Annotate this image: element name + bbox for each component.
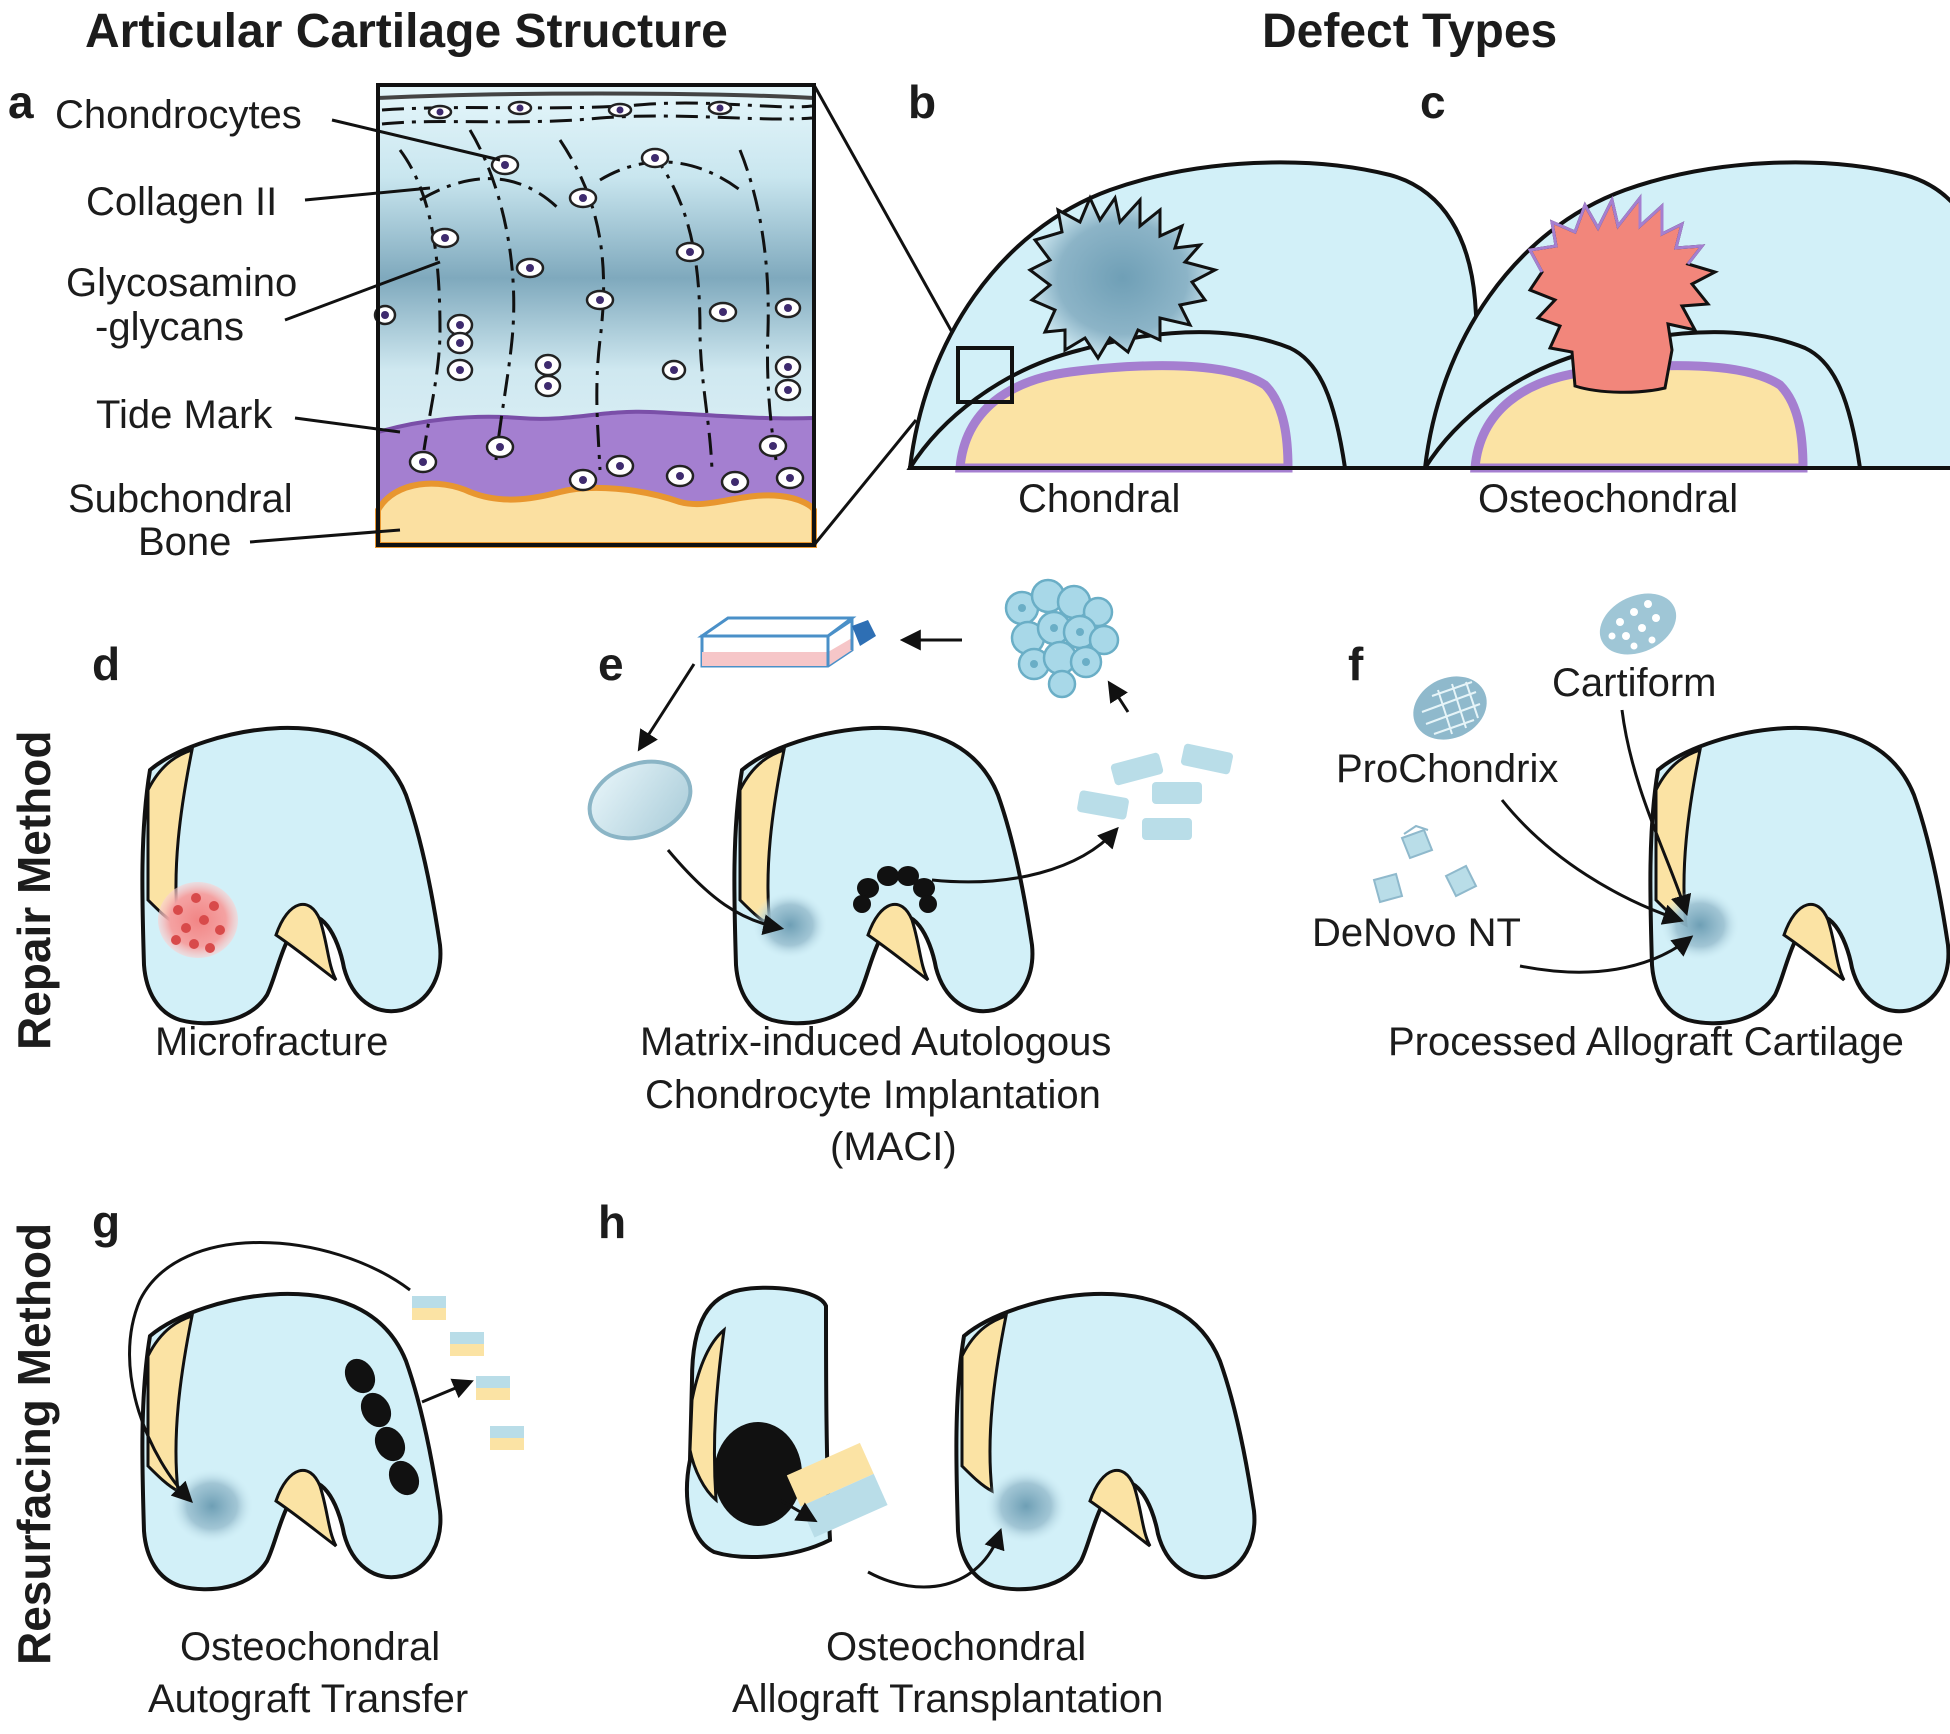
knee-microfracture <box>140 725 443 1026</box>
caption-microfracture: Microfracture <box>155 1020 388 1064</box>
chondral-defect <box>1027 194 1220 361</box>
prochondrix-icon <box>1413 676 1487 740</box>
biopsy-harvest-marks <box>853 866 937 913</box>
panel-g-letter: g <box>92 1196 120 1248</box>
knee-allograft <box>1648 725 1950 1026</box>
zoom-line-bottom <box>812 419 918 546</box>
zoom-line-top <box>812 84 964 351</box>
chondrocyte-cells <box>373 100 805 494</box>
autograft-recipient-site <box>170 1468 254 1544</box>
knee-maci <box>732 725 1035 1026</box>
arrow-denovo <box>1519 935 1694 974</box>
donor-plug-holes <box>344 1358 420 1496</box>
arrow-transfer-plug <box>128 1241 411 1503</box>
osteochondral-defect-diagram <box>1421 160 1950 473</box>
caption-maci-line3: (MACI) <box>830 1125 957 1169</box>
subchondral-bone-layer <box>375 480 817 548</box>
caption-chondral: Chondral <box>1018 477 1180 521</box>
chondral-defect-diagram <box>906 160 1483 473</box>
donor-defect-hole <box>714 1422 802 1526</box>
caption-autograft-line1: Osteochondral <box>180 1625 440 1669</box>
cross-section-frame <box>376 83 816 547</box>
leader-collagen <box>304 186 431 202</box>
row-label-resurfacing: Resurfacing Method <box>8 1223 60 1665</box>
label-gag-line2: -glycans <box>95 305 244 349</box>
label-cartiform: Cartiform <box>1552 661 1716 705</box>
arrow-membrane-to-knee <box>666 849 785 935</box>
panel-e-letter: e <box>598 638 624 690</box>
denovo-nt-icon <box>1372 824 1478 904</box>
caption-maci-line2: Chondrocyte Implantation <box>645 1073 1101 1117</box>
arrow-implant-plug <box>867 1528 1005 1589</box>
cultured-cells-icon <box>1004 578 1120 699</box>
knee-autograft <box>140 1291 443 1592</box>
caption-autograft-line2: Autograft Transfer <box>148 1677 468 1721</box>
leader-bone <box>249 528 401 544</box>
allograft-plug-icon <box>786 1442 888 1538</box>
label-chondrocytes: Chondrocytes <box>55 93 302 137</box>
osteochondral-plugs-icon <box>412 1296 524 1450</box>
harvested-chondrocyte-fragments <box>1077 743 1233 840</box>
leader-chondrocytes <box>331 118 501 162</box>
label-gag-line1: Glycosamino <box>66 261 297 305</box>
panel-b-letter: b <box>908 76 936 128</box>
arrow-flask-to-membrane <box>637 663 696 752</box>
articular-surface <box>377 91 815 100</box>
cartiform-icon <box>1599 593 1677 655</box>
tide-mark-line <box>377 409 815 434</box>
panel-a-letter: a <box>8 76 34 128</box>
panel-c-letter: c <box>1420 76 1446 128</box>
label-tidemark: Tide Mark <box>96 393 273 437</box>
cartilage-cross-section <box>373 83 817 548</box>
caption-allograft-line2: Allograft Transplantation <box>732 1677 1163 1721</box>
tide-mark-layer <box>378 411 814 520</box>
caption-allograft-cartilage: Processed Allograft Cartilage <box>1388 1020 1904 1064</box>
caption-maci-line1: Matrix-induced Autologous <box>640 1020 1111 1064</box>
caption-osteochondral: Osteochondral <box>1478 477 1738 521</box>
arrow-prochondrix <box>1500 799 1684 925</box>
arrow-remove-plug <box>779 1498 818 1523</box>
implant-site <box>752 891 828 959</box>
chondrocyte-nuclei <box>381 104 794 486</box>
heading-defect-types: Defect Types <box>1262 5 1557 58</box>
culture-flask-icon <box>697 616 876 668</box>
knee-allograft-transplant <box>954 1291 1257 1592</box>
label-denovo: DeNovo NT <box>1312 911 1521 955</box>
arrow-cartiform <box>1620 709 1692 917</box>
defect-rim <box>1527 193 1706 273</box>
row-label-repair: Repair Method <box>8 731 60 1050</box>
arrow-harvest-to-fragments <box>931 826 1119 884</box>
zoom-box <box>956 346 1014 404</box>
label-bone-line1: Subchondral <box>68 477 293 521</box>
label-bone-line2: Bone <box>138 520 231 564</box>
heading-structure: Articular Cartilage Structure <box>85 5 728 58</box>
panel-h-letter: h <box>598 1196 626 1248</box>
bone-with-tidemark-c <box>1470 361 1808 473</box>
arrow-fragments-to-cells <box>1107 680 1130 713</box>
panel-d-letter: d <box>92 638 120 690</box>
leader-tidemark <box>294 416 401 434</box>
collagen-membrane-icon <box>587 759 693 841</box>
allograft-recipient-site <box>984 1468 1068 1544</box>
leader-gag <box>284 260 441 322</box>
caption-allograft-line1: Osteochondral <box>826 1625 1086 1669</box>
cultured-cell-nuclei <box>1018 604 1090 668</box>
label-collagen: Collagen II <box>86 180 277 224</box>
microfracture-holes <box>171 893 225 953</box>
panel-f-letter: f <box>1348 638 1364 690</box>
label-prochondrix: ProChondrix <box>1336 747 1558 791</box>
arrow-harvest-plugs <box>421 1378 474 1404</box>
